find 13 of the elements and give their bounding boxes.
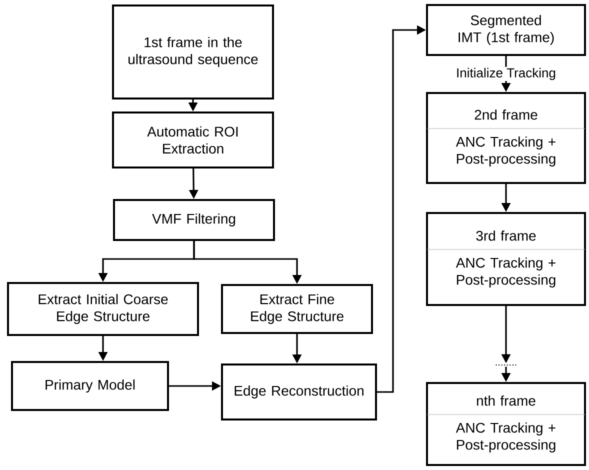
process-box: Primary Model <box>11 361 169 411</box>
ellipsis-dots: ........ <box>496 364 516 366</box>
process-box: Extract Fine Edge Structure <box>221 284 373 334</box>
frame-box: 2nd frame ANC Tracking + Post-processing <box>426 92 586 184</box>
frame-box: nth frame ANC Tracking + Post-processing <box>426 382 586 466</box>
process-box: Automatic ROI Extraction <box>112 112 274 168</box>
process-box: 1st frame in the ultrasound sequence <box>112 4 274 100</box>
frame-box: 3rd frame ANC Tracking + Post-processing <box>426 212 586 306</box>
process-box: VMF Filtering <box>113 199 275 241</box>
process-box: Extract Initial Coarse Edge Structure <box>7 282 199 336</box>
edge-label: Initialize Tracking <box>455 66 557 82</box>
process-box: Edge Reconstruction <box>221 364 377 420</box>
process-box: Segmented IMT (1st frame) <box>426 4 586 56</box>
